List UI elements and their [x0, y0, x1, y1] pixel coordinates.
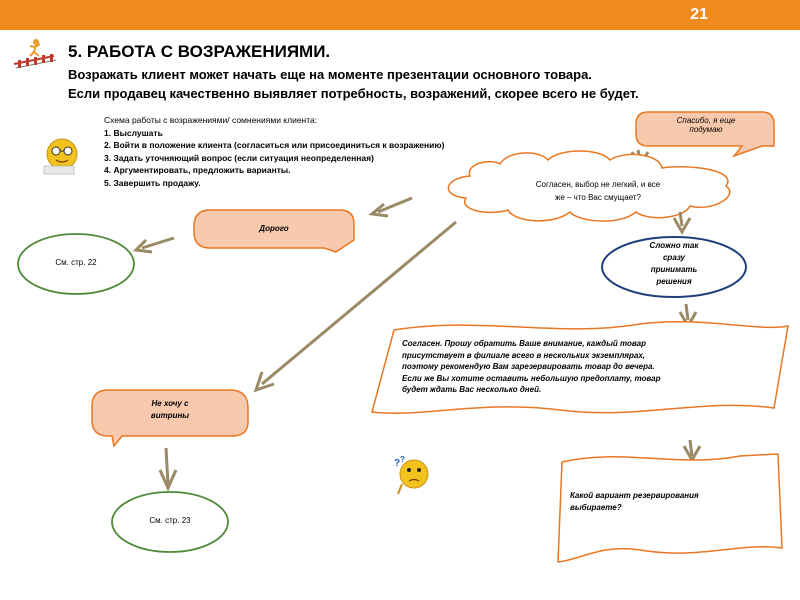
reserve-box: [557, 453, 783, 563]
hard-line-1: Сложно так: [649, 241, 699, 250]
agree-text: Согласен, выбор не легкий, и все же – чт…: [478, 178, 718, 204]
offer-line: будет ждать Вас несколько дней.: [402, 385, 542, 394]
see22-label: См. стр. 22: [55, 258, 97, 267]
scheme-step: 2. Войти в положение клиента (согласитьс…: [104, 140, 445, 151]
reserve-line-2: выбираете?: [570, 503, 622, 512]
offer-box: [371, 320, 789, 415]
see23-circle: [111, 491, 229, 553]
agree-line-2: же – что Вас смущает?: [554, 193, 642, 202]
showcase-bubble: [91, 389, 249, 448]
header-bar: [0, 0, 800, 30]
scheme-step: 3. Задать уточняющий вопрос (если ситуац…: [104, 152, 374, 163]
arrow-showcase-to-see23: [158, 447, 178, 492]
offer-text: Согласен. Прошу обратить Ваше внимание, …: [402, 338, 774, 396]
see22-circle: [17, 233, 135, 295]
question-smiley-icon: ? ?: [394, 455, 429, 495]
arrow-head: [253, 371, 275, 393]
scheme-block: Схема работы с возражениями/ сомнениями …: [104, 114, 484, 190]
subtitle-line-2: Если продавец качественно выявляет потре…: [68, 86, 639, 101]
page-title: 5. РАБОТА С ВОЗРАЖЕНИЯМИ.: [68, 42, 331, 61]
showcase-line-2: витрины: [150, 411, 190, 420]
arrow-offer-to-reserve: [682, 439, 702, 464]
scheme-step: 4. Аргументировать, предложить варианты.: [104, 165, 291, 176]
svg-text:?: ?: [394, 458, 400, 469]
offer-line: поэтому рекомендую Вам зарезервировать т…: [402, 362, 655, 371]
agree-cloud: [447, 150, 731, 222]
svg-text:?: ?: [400, 455, 405, 464]
hard-line-4: решения: [656, 277, 692, 286]
see23-label: См. стр. 23: [149, 516, 191, 525]
arrow-agree-to-expensive: [368, 196, 413, 218]
arrow-agree-to-showcase: [261, 220, 457, 386]
hard-decision-ellipse: [601, 236, 747, 298]
scheme-step: 1. Выслушать: [104, 127, 163, 138]
showcase-line-1: Не хочу с: [151, 399, 189, 408]
reserve-text: Какой вариант резервирования выбираете?: [570, 490, 770, 514]
thanks-line-1: Спасибо, я еще: [676, 116, 736, 125]
expensive-label: Дорого: [259, 224, 289, 233]
offer-line: Согласен. Прошу обратить Ваше внимание, …: [402, 339, 646, 348]
reserve-line-1: Какой вариант резервирования: [570, 491, 699, 500]
hard-line-3: принимать: [650, 265, 698, 274]
arrow-expensive-to-see22: [132, 236, 175, 254]
agree-line-1: Согласен, выбор не легкий, и все: [535, 180, 661, 189]
hard-line-2: сразу: [662, 253, 685, 262]
showcase-text: Не хочу с витрины: [110, 398, 230, 422]
page-number: 21: [690, 6, 708, 23]
thanks-line-2: подумаю: [689, 125, 723, 134]
offer-line: Если же Вы хотите оставить небольшую пре…: [402, 373, 661, 383]
hard-decision-text: Сложно так сразу принимать решения: [614, 240, 734, 288]
scheme-heading: Схема работы с возражениями/ сомнениями …: [104, 115, 318, 125]
scheme-step: 5. Завершить продажу.: [104, 177, 201, 188]
expensive-bubble: [193, 209, 355, 253]
arrow-agree-to-hard: [672, 211, 692, 236]
subtitle-line-1: Возражать клиент может начать еще на мом…: [68, 67, 592, 82]
thanks-text: Спасибо, я еще подумаю: [642, 116, 770, 134]
offer-line: присутствует в филиале всего в нескольки…: [402, 350, 646, 360]
thanks-bubble: [635, 111, 775, 158]
